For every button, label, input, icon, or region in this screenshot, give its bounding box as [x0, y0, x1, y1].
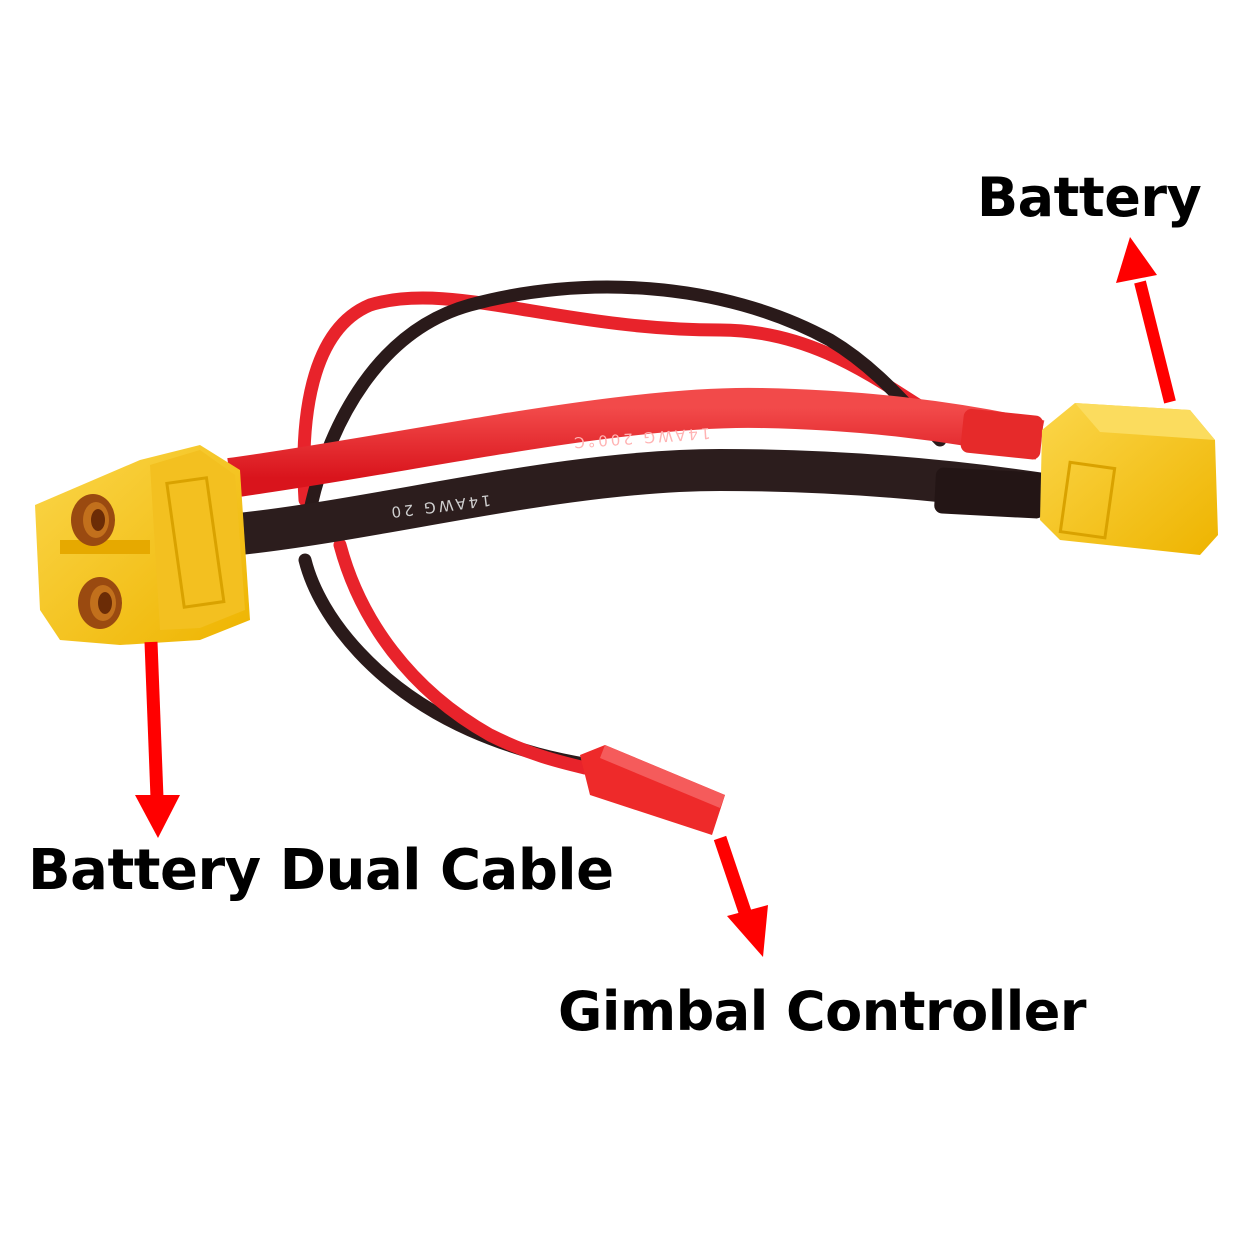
xt60-female-connector — [35, 445, 250, 645]
socket-top — [71, 494, 115, 546]
arrow-up-icon — [1116, 237, 1176, 404]
red-heat-shrink — [960, 408, 1044, 460]
thick-red-wire — [227, 387, 1045, 498]
arrow-down-icon — [135, 641, 180, 838]
thin-red-wire-upper — [297, 291, 967, 507]
socket-bottom — [78, 577, 122, 629]
thin-black-wire-upper — [303, 280, 947, 517]
battery-dual-cable-label: Battery Dual Cable — [28, 838, 614, 903]
arrow-down-right-head — [727, 905, 768, 957]
xt60-male-connector — [1040, 403, 1218, 555]
thick-black-wire — [227, 448, 1054, 556]
gimbal-controller-label: Gimbal Controller — [558, 980, 1087, 1043]
arrow-down-right-icon — [713, 835, 752, 915]
jst-connector — [580, 745, 725, 835]
battery-label: Battery — [977, 166, 1202, 229]
thin-red-wire-lower — [333, 538, 592, 775]
black-heat-shrink — [934, 467, 1046, 519]
thin-black-wire-lower — [298, 553, 597, 772]
